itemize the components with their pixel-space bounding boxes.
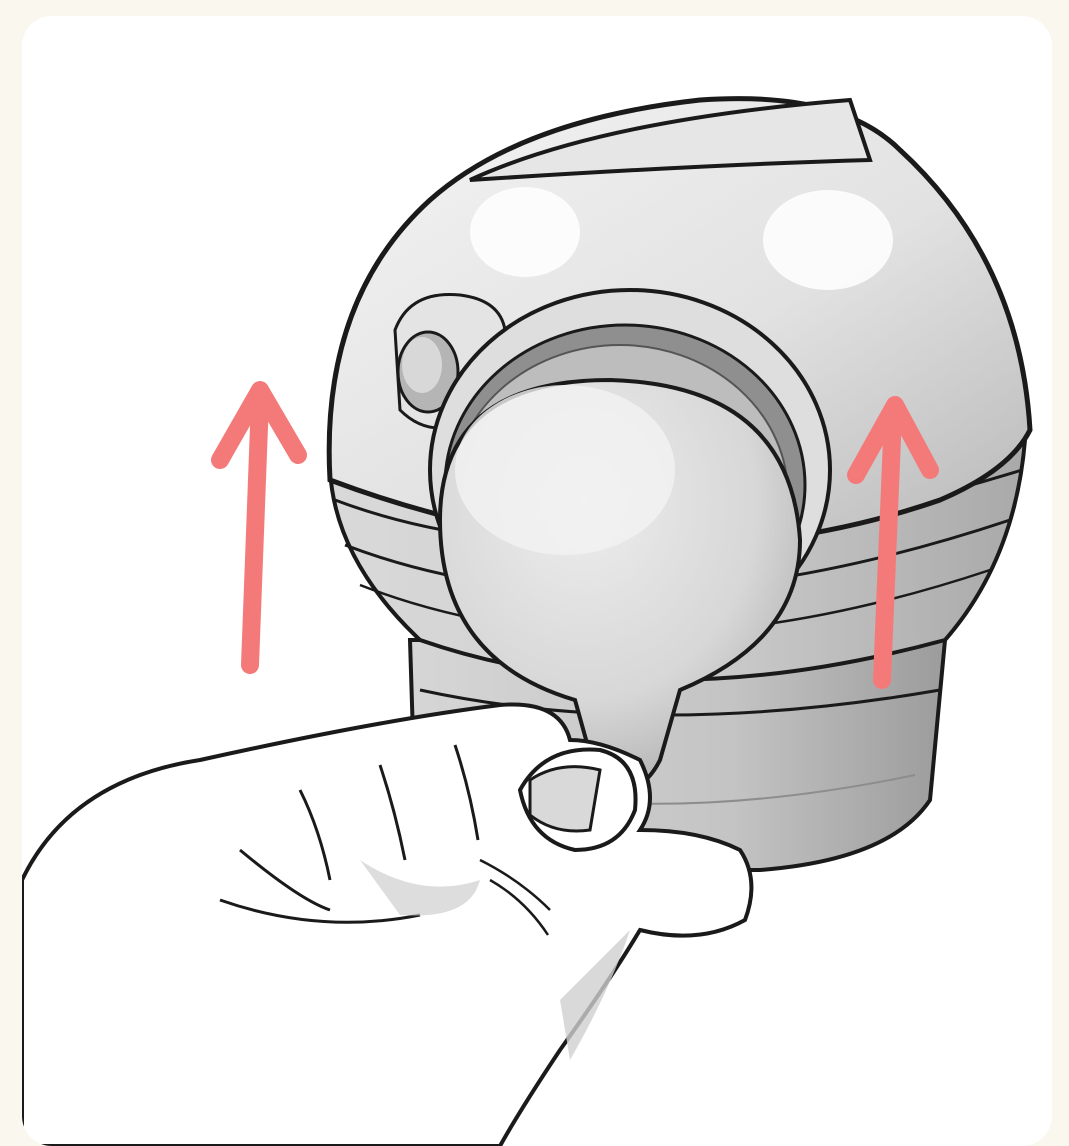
hand: [22, 704, 751, 1146]
illustration-card: [22, 16, 1052, 1146]
illustration-svg: [22, 16, 1052, 1146]
arrow-up-icon-left: [220, 390, 298, 665]
